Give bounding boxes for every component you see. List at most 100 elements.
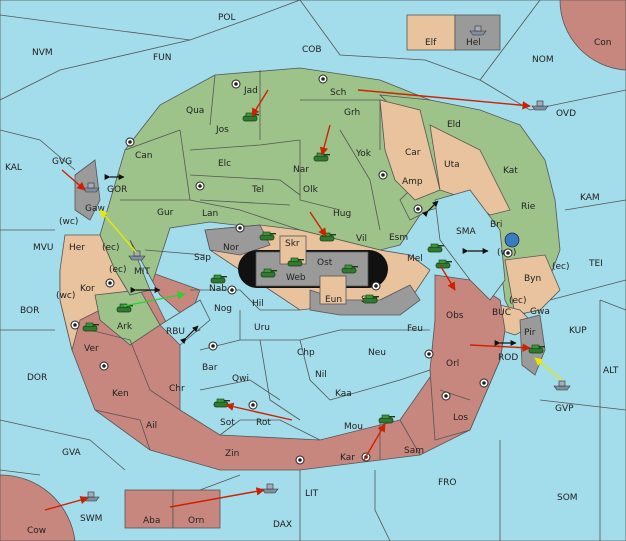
label-ec3: (ec) bbox=[109, 265, 127, 275]
label-vil: Vil bbox=[356, 234, 367, 244]
double-arrow-icon bbox=[180, 325, 199, 344]
label-ark: Ark bbox=[117, 322, 133, 332]
label-fun: FUN bbox=[153, 53, 172, 63]
label-eun: Eun bbox=[325, 295, 342, 305]
label-olk: Olk bbox=[303, 185, 319, 195]
label-chp: Chp bbox=[297, 348, 315, 358]
label-gaw: Gaw bbox=[85, 204, 105, 214]
label-gvp: GVP bbox=[555, 404, 574, 414]
label-nvm: NVM bbox=[32, 48, 53, 58]
supply-center-icon bbox=[318, 74, 328, 84]
region-con[interactable] bbox=[559, 0, 626, 71]
label-eld: Eld bbox=[447, 120, 461, 130]
label-lan: Lan bbox=[202, 209, 218, 219]
label-nar: Nar bbox=[293, 165, 309, 175]
label-ver: Ver bbox=[84, 344, 99, 354]
move-order-arrow bbox=[309, 211, 327, 237]
fleets[interactable] bbox=[82, 25, 571, 502]
label-kor: Kor bbox=[80, 284, 95, 294]
supply-center-icon bbox=[105, 278, 115, 288]
label-nor: Nor bbox=[223, 243, 239, 253]
label-orl: Orl bbox=[446, 359, 459, 369]
region-byn[interactable] bbox=[504, 254, 561, 316]
region-rbu[interactable] bbox=[159, 299, 211, 346]
label-can: Can bbox=[135, 151, 153, 161]
move-order-arrow bbox=[225, 402, 293, 421]
region-orn[interactable] bbox=[172, 489, 221, 529]
move-order-arrow bbox=[61, 169, 86, 191]
double-arrow-icon bbox=[422, 200, 439, 217]
label-swm: SWM bbox=[80, 514, 102, 524]
region-uta[interactable] bbox=[429, 124, 511, 216]
label-kaa: Kaa bbox=[335, 389, 352, 399]
label-fro: FRO bbox=[438, 478, 457, 488]
label-zin: Zin bbox=[225, 449, 239, 459]
label-sot: Sot bbox=[220, 418, 235, 428]
label-obs: Obs bbox=[446, 311, 464, 321]
label-mou: Mou bbox=[344, 422, 363, 432]
move-order-arrow bbox=[251, 89, 269, 117]
supply-center-icon bbox=[378, 170, 388, 180]
label-her: Her bbox=[69, 243, 85, 253]
label-gwa: Gwa bbox=[530, 307, 550, 317]
region-sma[interactable] bbox=[434, 189, 506, 301]
province-borders bbox=[89, 70, 471, 460]
supply-center-icon bbox=[231, 79, 241, 89]
supply-center-icon bbox=[208, 341, 218, 351]
label-ec1: (ec) bbox=[102, 243, 120, 253]
label-skr: Skr bbox=[285, 239, 300, 249]
label-kam: KAM bbox=[580, 193, 600, 203]
move-order-arrow bbox=[357, 89, 531, 110]
supply-center-icon bbox=[441, 391, 451, 401]
label-qua: Qua bbox=[186, 106, 204, 116]
move-order-arrow bbox=[169, 487, 265, 508]
move-order-arrow bbox=[363, 423, 386, 461]
label-gvg: GVG bbox=[52, 157, 72, 167]
region-elf[interactable] bbox=[406, 14, 456, 51]
move-order-arrow bbox=[44, 495, 89, 511]
label-cow: Cow bbox=[27, 526, 46, 536]
label-amp: Amp bbox=[402, 177, 423, 187]
label-rod: ROD bbox=[498, 353, 518, 363]
label-ovd: OVD bbox=[556, 109, 576, 119]
label-sam: Sam bbox=[404, 446, 424, 456]
label-gor: GOR bbox=[107, 185, 127, 195]
region-cow[interactable] bbox=[0, 474, 76, 541]
label-ost: Ost bbox=[317, 258, 333, 268]
label-pir: Pir bbox=[524, 328, 536, 338]
label-ec2: (ec) bbox=[552, 262, 570, 272]
label-rbu: RBU bbox=[166, 327, 185, 337]
label-byn: Byn bbox=[524, 274, 541, 284]
label-web: Web bbox=[286, 273, 306, 283]
label-rie: Rie bbox=[521, 202, 536, 212]
label-wc1: (wc) bbox=[59, 217, 78, 227]
ship-icon[interactable] bbox=[504, 232, 520, 248]
label-sap: Sap bbox=[194, 253, 211, 263]
label-grh: Grh bbox=[344, 108, 360, 118]
region-car[interactable] bbox=[379, 99, 441, 201]
supply-center-icon bbox=[195, 181, 205, 191]
label-chr: Chr bbox=[169, 384, 185, 394]
label-tel: Tel bbox=[251, 185, 264, 195]
move-order-arrow bbox=[469, 343, 531, 352]
region-nor[interactable] bbox=[204, 224, 271, 256]
label-som: SOM bbox=[557, 493, 578, 503]
label-kat: Kat bbox=[503, 166, 518, 176]
label-bri: Bri bbox=[490, 220, 502, 230]
label-jos: Jos bbox=[215, 125, 229, 135]
supply-center-icon bbox=[235, 223, 245, 233]
label-qwi: Qwi bbox=[232, 374, 249, 384]
canal-markers bbox=[104, 174, 517, 346]
supply-center-icon bbox=[99, 361, 109, 371]
support-order-arrow bbox=[99, 209, 137, 253]
label-hil: Hil bbox=[252, 299, 264, 309]
label-rot: Rot bbox=[256, 418, 271, 428]
label-sch: Sch bbox=[330, 88, 346, 98]
region-eun[interactable] bbox=[319, 275, 347, 305]
label-alt: ALT bbox=[603, 366, 619, 376]
label-lit: LIT bbox=[305, 489, 319, 499]
label-nog: Nog bbox=[214, 304, 232, 314]
move-order-arrow bbox=[439, 264, 456, 291]
